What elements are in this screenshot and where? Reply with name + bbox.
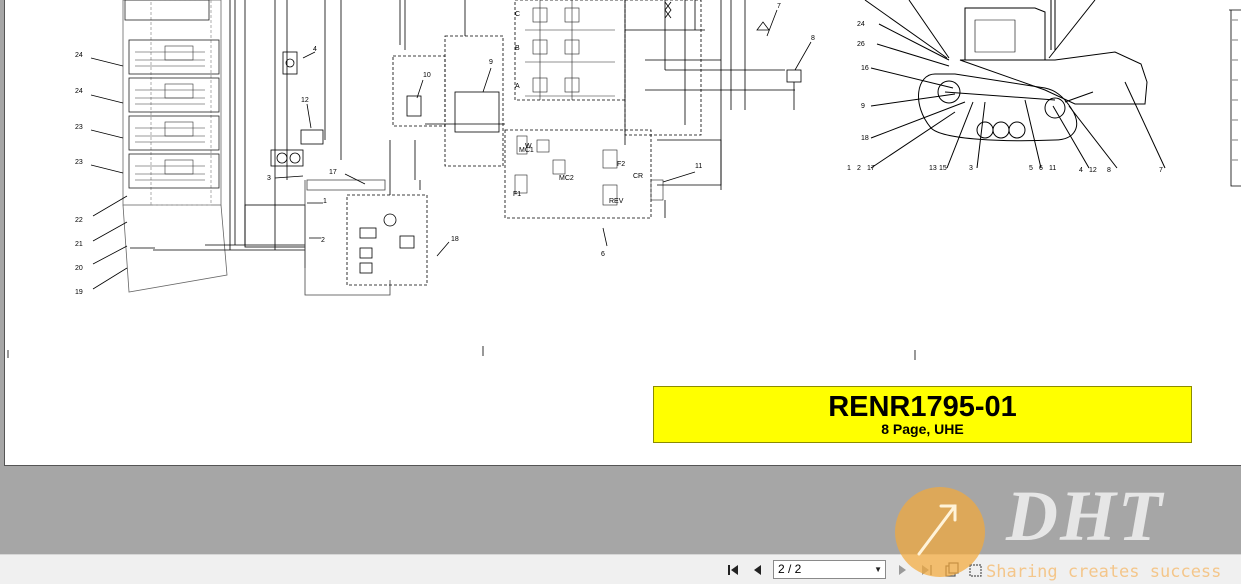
previous-page-button[interactable] xyxy=(749,561,767,579)
svg-text:2: 2 xyxy=(857,165,861,172)
svg-text:20: 20 xyxy=(75,265,83,272)
svg-text:12: 12 xyxy=(301,97,309,104)
copy-page-button[interactable] xyxy=(943,561,961,579)
chevron-down-icon: ▼ xyxy=(874,565,882,574)
svg-text:24: 24 xyxy=(75,88,83,95)
svg-text:21: 21 xyxy=(75,241,83,248)
svg-text:F1: F1 xyxy=(513,191,521,198)
svg-text:23: 23 xyxy=(75,159,83,166)
svg-text:16: 16 xyxy=(861,65,869,72)
svg-text:CR: CR xyxy=(633,173,643,180)
svg-text:15: 15 xyxy=(939,165,947,172)
svg-text:23: 23 xyxy=(75,124,83,131)
svg-text:REV: REV xyxy=(609,198,624,205)
svg-text:4: 4 xyxy=(313,46,317,53)
watermark-slogan: Sharing creates success xyxy=(986,562,1222,582)
next-page-button[interactable] xyxy=(893,561,911,579)
svg-text:1: 1 xyxy=(847,165,851,172)
svg-text:4: 4 xyxy=(1079,167,1083,174)
svg-text:3: 3 xyxy=(969,165,973,172)
svg-text:11: 11 xyxy=(1049,165,1056,172)
svg-text:F2: F2 xyxy=(617,161,625,168)
svg-text:19: 19 xyxy=(75,289,83,296)
svg-text:2: 2 xyxy=(321,237,325,244)
previous-page-icon xyxy=(754,565,761,575)
copy-page-icon xyxy=(945,562,959,577)
svg-text:11: 11 xyxy=(695,163,702,170)
first-page-button[interactable] xyxy=(725,561,743,579)
svg-text:24: 24 xyxy=(857,21,865,28)
select-page-button[interactable] xyxy=(967,561,985,579)
svg-text:5: 5 xyxy=(1029,165,1033,172)
svg-text:13: 13 xyxy=(929,165,937,172)
svg-text:8: 8 xyxy=(811,35,815,42)
last-page-icon xyxy=(922,565,932,575)
svg-text:17: 17 xyxy=(329,169,337,176)
first-page-icon xyxy=(728,565,738,575)
next-page-icon xyxy=(899,565,906,575)
svg-text:12: 12 xyxy=(1089,167,1097,174)
svg-text:17: 17 xyxy=(867,165,875,172)
svg-text:A: A xyxy=(515,83,520,90)
svg-text:9: 9 xyxy=(489,59,493,66)
svg-text:8: 8 xyxy=(1107,167,1111,174)
watermark-brand: DHT xyxy=(1006,476,1164,556)
last-page-button[interactable] xyxy=(917,561,935,579)
svg-text:26: 26 xyxy=(857,41,865,48)
tractor-illustration xyxy=(864,0,1166,169)
svg-text:7: 7 xyxy=(777,3,781,10)
svg-text:W: W xyxy=(525,143,532,150)
svg-text:9: 9 xyxy=(861,103,865,110)
svg-text:24: 24 xyxy=(75,52,83,59)
page-number-select[interactable]: 2 / 2 ▼ xyxy=(773,560,886,579)
svg-text:7: 7 xyxy=(1159,167,1163,174)
svg-text:C: C xyxy=(515,11,520,18)
svg-text:MC2: MC2 xyxy=(559,175,574,182)
svg-text:6: 6 xyxy=(601,251,605,258)
select-page-icon xyxy=(969,564,982,577)
svg-text:MC1: MC1 xyxy=(519,147,534,154)
document-subtitle: 8 Page, UHE xyxy=(881,421,964,437)
svg-text:22: 22 xyxy=(75,217,83,224)
page-navigation-toolbar: 2 / 2 ▼ xyxy=(0,554,1241,584)
document-title-box: RENR1795-01 8 Page, UHE xyxy=(653,386,1192,443)
svg-text:18: 18 xyxy=(861,135,869,142)
svg-text:18: 18 xyxy=(451,236,459,243)
svg-text:6: 6 xyxy=(1039,165,1043,172)
page-indicator-text: 2 / 2 xyxy=(778,562,802,576)
svg-text:1: 1 xyxy=(323,198,327,205)
svg-text:B: B xyxy=(515,45,520,52)
svg-text:10: 10 xyxy=(423,72,431,79)
document-number: RENR1795-01 xyxy=(828,391,1017,423)
svg-text:3: 3 xyxy=(267,175,271,182)
